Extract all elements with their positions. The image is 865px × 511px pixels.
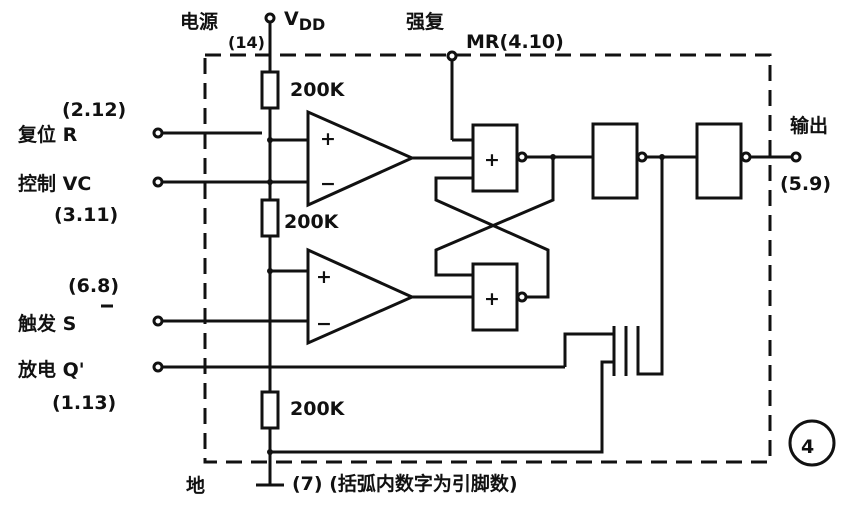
- comparator-lower: [306, 247, 416, 346]
- output-terminal: [790, 151, 802, 163]
- inverter-2: [695, 122, 743, 200]
- reset-pin-label: (2.12): [62, 99, 126, 121]
- resistor-3-label: 200K: [290, 398, 346, 420]
- power-pin-label: (14): [228, 33, 265, 52]
- resistor-1: [260, 70, 280, 110]
- discharge-terminal: [152, 361, 164, 373]
- inverter-1: [591, 122, 639, 200]
- mr-terminal: [446, 50, 458, 62]
- resistor-3: [260, 390, 280, 430]
- chip-boundary: [203, 53, 772, 464]
- output-pin-label: (5.9): [780, 173, 831, 195]
- resistor-2-label: 200K: [284, 211, 340, 233]
- reset-input-label: 复位 R: [17, 123, 78, 146]
- vdd-label: VDD: [284, 8, 325, 34]
- transistor-source: [270, 360, 614, 454]
- discharge-input-label: 放电 Q': [17, 358, 85, 381]
- comparator-upper-minus: −: [320, 173, 336, 195]
- trigger-pin-label: (6.8): [68, 275, 119, 297]
- trigger-terminal: [152, 315, 164, 327]
- cross-wire-1: [434, 157, 555, 277]
- control-input-label: 控制 VC: [18, 172, 91, 195]
- discharge-pin-label: (1.13): [52, 392, 116, 414]
- power-label: 电源: [180, 10, 218, 33]
- vdd-terminal: [264, 12, 276, 24]
- output-label: 输出: [790, 114, 828, 137]
- resistor-1-label: 200K: [290, 79, 346, 101]
- nand-upper-symbol: +: [484, 149, 500, 171]
- ground-note-label: (7) (括弧内数字为引脚数): [292, 472, 518, 495]
- resistor-2: [260, 198, 280, 238]
- reset-top-label: 强复: [406, 10, 445, 33]
- mr-pin-label: MR(4.10): [466, 31, 564, 53]
- control-pin-label: (3.11): [54, 204, 118, 226]
- comparator-lower-plus: +: [316, 266, 332, 288]
- control-terminal: [152, 176, 164, 188]
- ground-label: 地: [186, 474, 205, 497]
- comparator-upper-plus: +: [320, 128, 336, 150]
- comparator-lower-minus: −: [316, 313, 332, 335]
- figure-number-circle: [788, 419, 836, 467]
- cross-wire-2: [434, 176, 550, 299]
- trigger-input-label: 触发 S: [18, 312, 76, 335]
- comparator-upper: [306, 109, 416, 208]
- reset-terminal: [152, 127, 164, 139]
- figure-number: 4: [801, 436, 814, 458]
- transistor-gate-wire: [636, 157, 664, 376]
- nand-lower-symbol: +: [484, 288, 500, 310]
